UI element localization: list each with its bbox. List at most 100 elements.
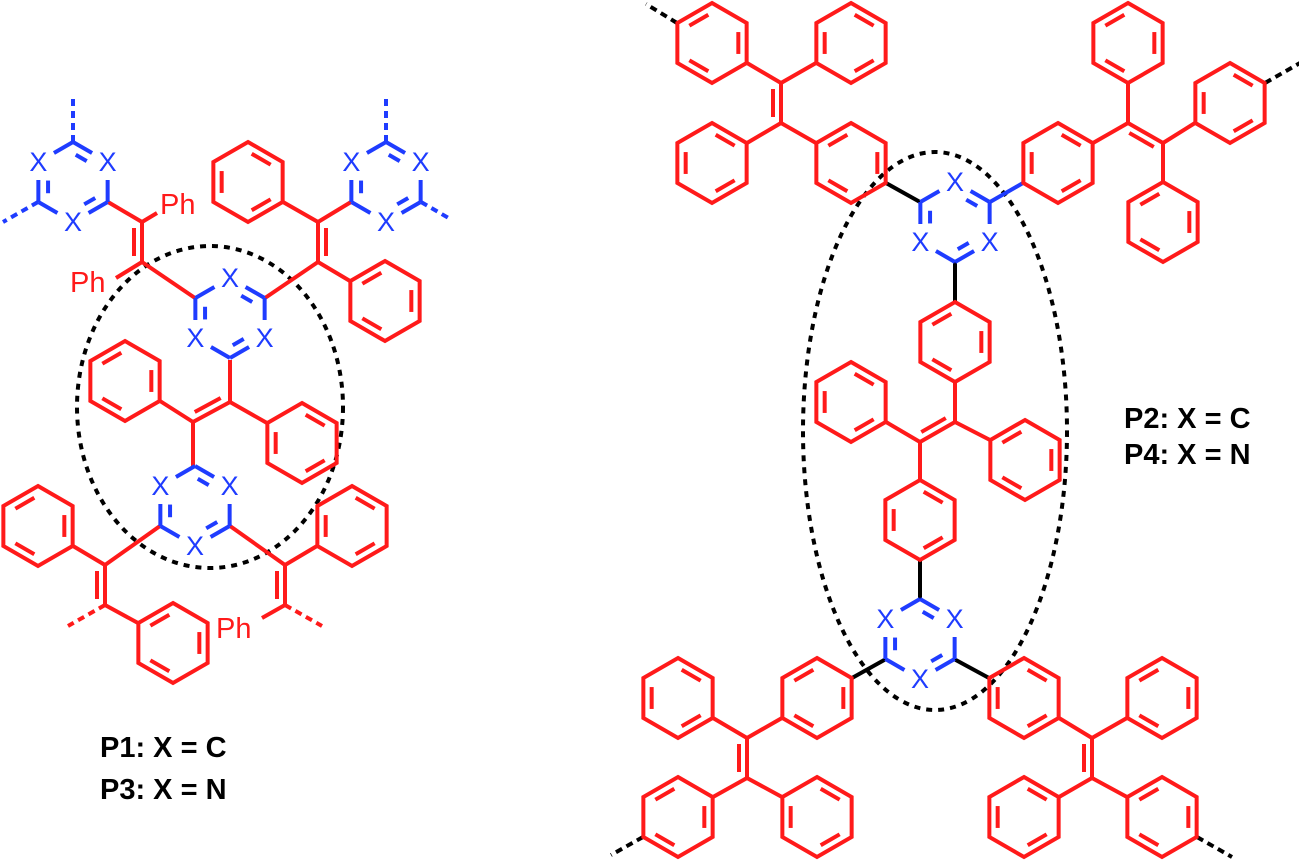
benzene-ring [315, 483, 389, 569]
x-atom-label: X [981, 227, 999, 257]
ring-double-bond [688, 12, 710, 28]
dashed-continuation-bond [610, 835, 644, 857]
ring-double-bond [1060, 178, 1082, 194]
ring-double-bond [304, 412, 326, 428]
bond [1161, 121, 1197, 145]
x-atom-label: X [911, 227, 929, 257]
caption-p1: P1: X = C [100, 732, 227, 764]
ring-outline [1193, 60, 1267, 146]
ring-double-bond [1138, 832, 1160, 848]
ring-outline [136, 600, 210, 686]
ring-double-bond [688, 58, 710, 74]
triazine-core [158, 464, 232, 539]
ring-outline [814, 0, 888, 86]
benzene-ring [814, 120, 888, 206]
bond [282, 200, 319, 224]
ring-double-bond [354, 495, 376, 511]
bond [316, 200, 353, 224]
bond [263, 260, 320, 300]
x-atom-label: X [221, 471, 239, 501]
ring-double-bond [1139, 237, 1161, 253]
bond [106, 200, 144, 224]
ring-double-bond [931, 357, 953, 373]
core-bond [37, 200, 59, 215]
bond [989, 181, 1024, 204]
core-bond [52, 140, 74, 155]
core-double-bond [396, 196, 410, 207]
benzene-ring [1, 483, 75, 569]
ring-outline [1, 483, 75, 569]
benzene-ring [265, 400, 339, 486]
ring-outline [1125, 655, 1199, 741]
dashed-continuation-bond [644, 2, 679, 25]
ring-double-bond [793, 713, 815, 729]
benzene-ring [780, 655, 854, 741]
triazine-core [918, 189, 992, 264]
ring-outline [814, 359, 888, 445]
ring-double-bond [361, 316, 383, 332]
phenyl-label: Ph [216, 613, 251, 645]
ring-double-bond [149, 658, 171, 674]
triazine-core [36, 140, 110, 215]
ring-outline [780, 774, 854, 860]
ring-double-bond [149, 612, 171, 628]
ring-double-bond [654, 786, 676, 802]
ring-outline [641, 655, 715, 741]
bond [229, 400, 268, 425]
ring-double-bond [1104, 12, 1126, 28]
benzene-ring [987, 655, 1061, 741]
ring-double-bond [101, 350, 123, 366]
bond [780, 121, 817, 145]
x-atom-label: X [342, 147, 360, 177]
core-bond [365, 140, 388, 155]
core-double-bond [965, 197, 979, 208]
caption-p4: P4: X = N [1124, 439, 1251, 471]
bond [780, 61, 817, 85]
x-atom-label: X [946, 604, 964, 634]
core-bond [228, 345, 251, 360]
bond [192, 400, 231, 424]
ring-double-bond [1138, 786, 1160, 802]
ring-outline [348, 258, 422, 344]
ring-double-bond [1026, 832, 1048, 848]
ring-double-bond [793, 667, 815, 683]
benzene-ring [1021, 120, 1095, 206]
bond [1092, 121, 1129, 145]
x-atom-label: X [29, 147, 47, 177]
double-bond-line [193, 396, 222, 414]
dashed-continuation-bond [2, 200, 39, 224]
phenyl-label: Ph [160, 189, 195, 221]
core-bond [934, 249, 957, 264]
ring-double-bond [680, 667, 702, 683]
core-bond [174, 464, 196, 479]
ring-double-bond [101, 396, 123, 412]
x-atom-label: X [876, 604, 894, 634]
ring-double-bond [1232, 118, 1254, 134]
ring-double-bond [819, 832, 841, 848]
dashed-continuation-bond [1264, 61, 1299, 85]
ring-double-bond [1026, 713, 1048, 729]
ring-outline [918, 299, 992, 385]
benzene-ring [211, 139, 285, 225]
core-double-bond [387, 153, 401, 163]
ring-outline [780, 655, 854, 741]
ring-double-bond [14, 541, 36, 557]
ring-double-bond [14, 495, 36, 511]
bond [283, 544, 319, 567]
bond [746, 776, 783, 799]
ring-outline [987, 655, 1061, 741]
core-bond [884, 657, 906, 672]
ring-double-bond [922, 535, 944, 551]
core-double-bond [240, 293, 254, 304]
core-bond [384, 140, 407, 155]
ring-double-bond [827, 178, 849, 194]
benzene-ring [641, 774, 715, 860]
core-double-bond [956, 241, 970, 251]
ring-double-bond [1001, 429, 1023, 445]
ring-double-bond [680, 713, 702, 729]
ring-double-bond [354, 541, 376, 557]
core-bond [209, 524, 231, 539]
